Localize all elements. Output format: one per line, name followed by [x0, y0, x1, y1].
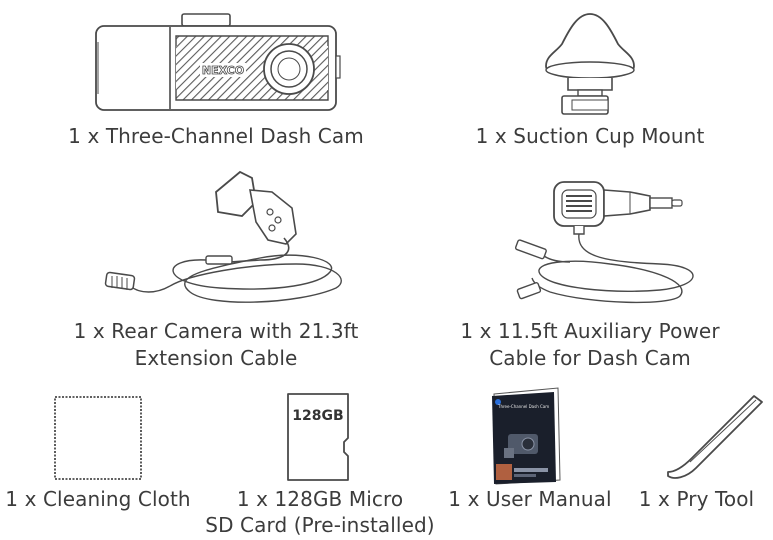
manual-cover-title: Three-Channel Dash Cam	[498, 404, 550, 409]
power-cable-caption-line2: Cable for Dash Cam	[489, 346, 691, 370]
suction-cup-mount-icon	[540, 8, 640, 116]
power-cable-icon	[510, 178, 710, 308]
cleaning-cloth-icon	[52, 394, 144, 482]
sd-card-label: 128GB	[292, 408, 344, 424]
user-manual-caption: 1 x User Manual	[448, 487, 612, 511]
rear-camera-caption-line2: Extension Cable	[134, 346, 298, 370]
dash-cam-icon: NEXCO	[92, 12, 342, 114]
svg-text:NEXCO: NEXCO	[202, 64, 244, 77]
micro-sd-card-icon	[284, 392, 352, 482]
pry-tool-icon	[656, 392, 766, 484]
sd-card-caption-line1: 1 x 128GB Micro	[236, 487, 404, 511]
pry-tool-caption: 1 x Pry Tool	[638, 487, 755, 511]
cleaning-cloth-caption: 1 x Cleaning Cloth	[5, 487, 191, 511]
rear-camera-cable-icon	[100, 168, 360, 318]
sd-card-caption-line2: SD Card (Pre-installed)	[205, 513, 435, 537]
power-cable-caption-line1: 1 x 11.5ft Auxiliary Power	[460, 319, 720, 343]
suction-cup-caption: 1 x Suction Cup Mount	[475, 124, 705, 148]
rear-camera-caption-line1: 1 x Rear Camera with 21.3ft	[73, 319, 359, 343]
dash-cam-caption: 1 x Three-Channel Dash Cam	[68, 124, 364, 148]
user-manual-icon	[488, 386, 564, 486]
